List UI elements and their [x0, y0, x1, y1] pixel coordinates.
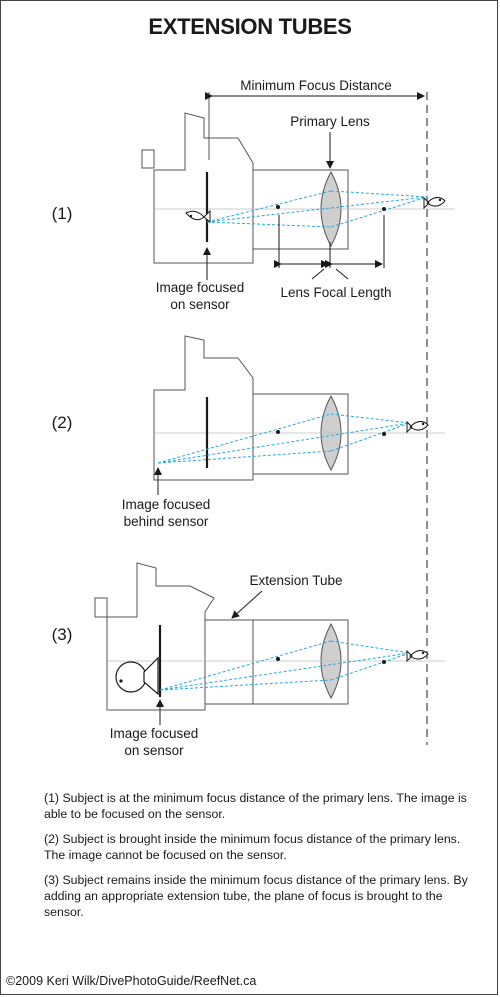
extension-tubes-diagram: Minimum Focus Distance (1) Primary Lens	[52, 78, 455, 758]
focal-point-3a	[276, 657, 280, 661]
fish-image-1	[185, 209, 211, 224]
copyright-credit: ©2009 Keri Wilk/DivePhotoGuide/ReefNet.c…	[6, 974, 257, 988]
image-label-2-line2: behind sensor	[124, 514, 209, 529]
image-label-1-line2: on sensor	[170, 297, 230, 312]
extension-tube-3	[204, 619, 254, 705]
camera-body-1	[141, 112, 254, 264]
lens-barrel-1	[252, 169, 349, 250]
camera-body-3	[94, 562, 215, 711]
fish-subject-1	[423, 196, 446, 210]
light-rays-2	[157, 413, 411, 464]
focal-length-label: Lens Focal Length	[280, 285, 391, 300]
camera-body-2	[153, 335, 254, 481]
panel-1-number: (1)	[52, 204, 73, 223]
focal-point-2b	[382, 432, 386, 436]
image-label-3-line1: Image focused	[110, 726, 199, 741]
page-title: EXTENSION TUBES	[148, 14, 352, 39]
primary-lens-label: Primary Lens	[290, 114, 370, 129]
caption-2: (2) Subject is brought inside the minimu…	[44, 832, 461, 862]
panel-3: (3) Extension Tube Image focused on sens…	[52, 562, 445, 758]
focal-pointer-right	[335, 268, 349, 280]
min-focus-label: Minimum Focus Distance	[240, 78, 392, 93]
light-rays-1	[206, 190, 428, 228]
panel-2: (2) Image focused behind sensor	[52, 335, 445, 529]
fish-image-3	[115, 656, 159, 696]
focal-point-3b	[382, 660, 386, 664]
focal-pointer-left	[311, 268, 325, 280]
focal-point-1a	[276, 205, 280, 209]
captions: (1) Subject is at the minimum focus dist…	[44, 790, 474, 929]
caption-3: (3) Subject remains inside the minimum f…	[44, 873, 468, 919]
panel-3-number: (3)	[52, 625, 73, 644]
light-rays-3	[159, 640, 411, 691]
image-label-1-line1: Image focused	[156, 280, 245, 295]
fish-subject-3	[406, 649, 429, 663]
focal-point-1b	[382, 207, 386, 211]
image-label-2-line1: Image focused	[122, 497, 211, 512]
extension-tube-label: Extension Tube	[249, 573, 342, 588]
focal-point-2a	[276, 430, 280, 434]
fish-subject-2	[406, 420, 429, 434]
image-label-3-line2: on sensor	[124, 743, 184, 758]
caption-1: (1) Subject is at the minimum focus dist…	[44, 791, 467, 821]
panel-2-number: (2)	[52, 413, 73, 432]
lens-barrel-2	[252, 393, 349, 475]
panel-1: (1) Primary Lens Lens Focal	[52, 112, 455, 312]
extension-tube-arrow	[231, 590, 263, 619]
